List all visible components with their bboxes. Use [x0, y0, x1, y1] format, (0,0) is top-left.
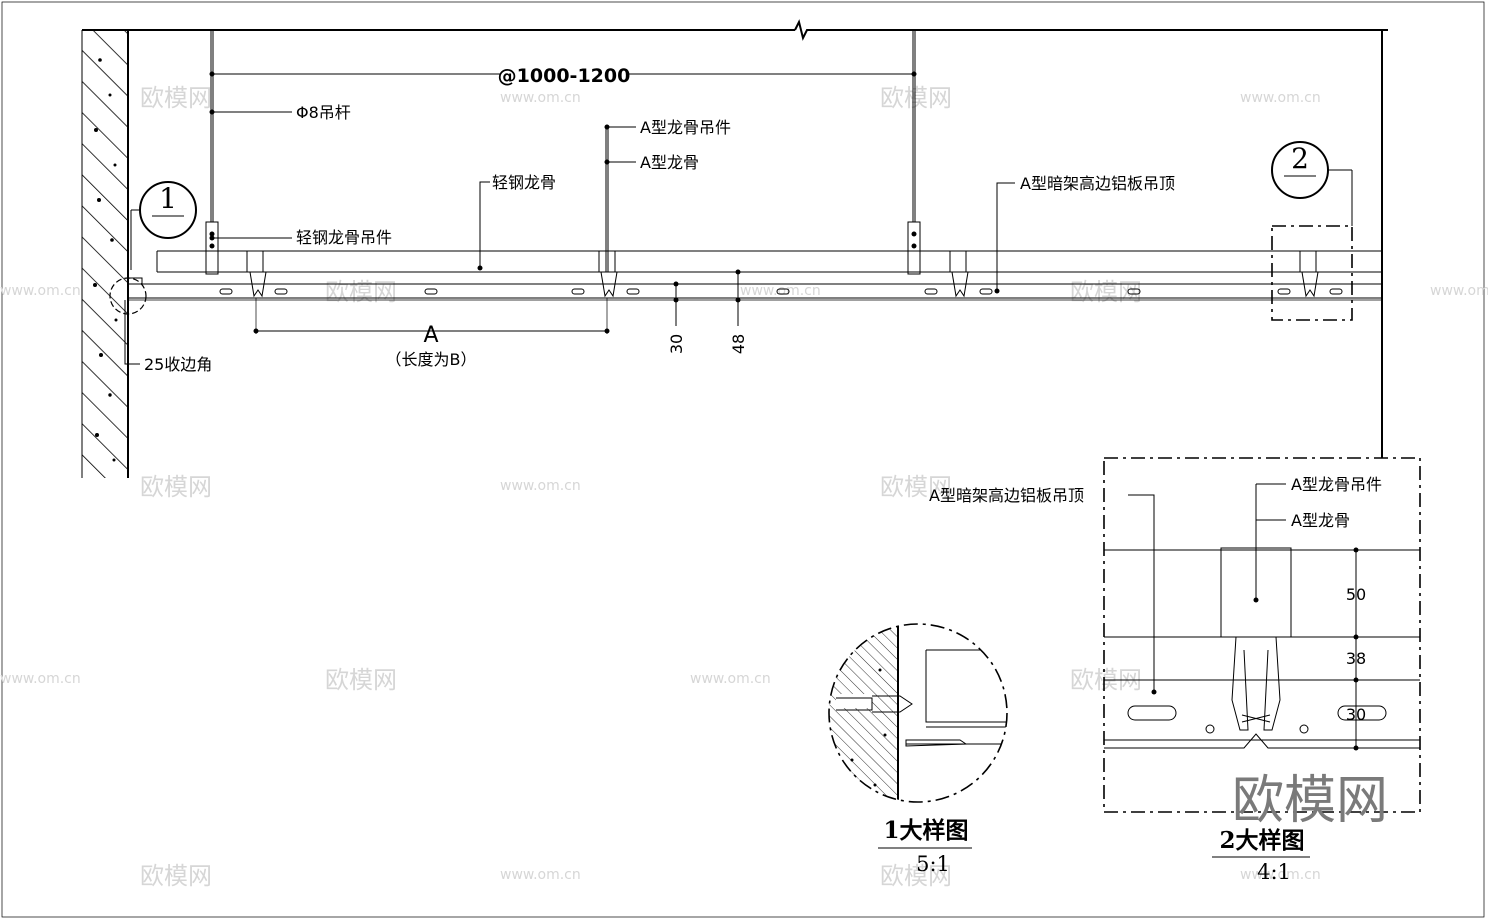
light-hanger-label: 轻钢龙骨吊件 [296, 228, 392, 247]
watermark-brand-large: 欧模网 [1232, 771, 1388, 831]
detail-1: 1大样图 5:1 [828, 623, 1008, 876]
watermark-url: www.om.cn [0, 671, 81, 687]
watermark-url: www.om.cn [740, 283, 821, 299]
dim-38-label: 38 [1346, 649, 1366, 668]
detail-2-hanger-label: A型龙骨吊件 [1291, 475, 1382, 494]
ceiling-slab [82, 19, 1388, 458]
detail-2-panel-label: A型暗架高边铝板吊顶 [929, 486, 1084, 505]
detail-2-title: 2大样图 [1219, 827, 1304, 854]
dimension-30-48: 30 48 [667, 269, 748, 354]
detail-1-title: 1大样图 [883, 817, 968, 844]
aluminium-panel [128, 283, 1382, 301]
callout-1-number: 1 [159, 182, 177, 215]
panel-label: A型暗架高边铝板吊顶 [1020, 174, 1175, 193]
watermark-url: www.om.cn [690, 671, 771, 687]
dim-50-label: 50 [1346, 585, 1366, 604]
watermark-brand: 欧模网 [880, 862, 952, 890]
spacing-label: @1000-1200 [498, 65, 631, 87]
watermark-url: www.om.cn [500, 478, 581, 494]
watermark-url: www.om.cn [500, 90, 581, 106]
dim-30-label: 30 [667, 334, 686, 354]
watermark-url: www.om.cn [0, 283, 81, 299]
light-keel-hangers [205, 221, 921, 275]
watermark-brand: 欧模网 [1070, 278, 1142, 306]
dim-48-label: 48 [729, 334, 748, 354]
watermark-brand: 欧模网 [880, 84, 952, 112]
detail-1-scale: 5:1 [916, 852, 950, 876]
dim-a-note: （长度为B） [386, 350, 477, 369]
main-leaders: Φ8吊杆 A型龙骨吊件 A型龙骨 轻钢龙骨 轻钢龙骨吊件 A型暗架高边铝板吊顶 … [124, 103, 1175, 374]
dim-30-label: 30 [1346, 705, 1366, 724]
rod-label: Φ8吊杆 [296, 103, 351, 122]
watermark-brand: 欧模网 [140, 862, 212, 890]
a-hanger-label: A型龙骨吊件 [640, 118, 731, 137]
detail-2-keel-label: A型龙骨 [1291, 511, 1350, 530]
light-keel-label: 轻钢龙骨 [492, 173, 556, 192]
dim-a-label: A [423, 323, 438, 348]
watermark-url: www.om.cn [1430, 283, 1488, 299]
watermark-url: www.om.cn [500, 867, 581, 883]
watermark-brand: 欧模网 [325, 278, 397, 306]
detail-2: A型暗架高边铝板吊顶 A型龙骨吊件 A型龙骨 50 38 30 2大样图 4:1 [929, 457, 1421, 884]
watermark-brand: 欧模网 [140, 473, 212, 501]
edge-label: 25收边角 [144, 355, 212, 374]
callout-2: 2 [1271, 141, 1353, 321]
hanger-rods [210, 30, 916, 272]
dimension-a: A （长度为B） [253, 298, 610, 369]
watermark-url: www.om.cn [1240, 90, 1321, 106]
spacing-dimension: @1000-1200 [209, 65, 917, 87]
callout-1: 1 [130, 181, 197, 270]
watermark-brand: 欧模网 [880, 473, 952, 501]
light-steel-keel [156, 250, 1382, 273]
concrete-wall [81, 30, 129, 478]
a-type-keel [246, 250, 1319, 298]
callout-2-number: 2 [1291, 142, 1309, 175]
a-keel-label: A型龙骨 [640, 153, 699, 172]
watermark-brand: 欧模网 [325, 666, 397, 694]
watermark-brand: 欧模网 [140, 84, 212, 112]
edge-angle [109, 277, 147, 315]
watermark-url: www.om.cn [1240, 867, 1321, 883]
detail-2-scale: 4:1 [1257, 860, 1291, 884]
watermark-layer: 欧模网 www.om.cn 欧模网 www.om.cn www.om.cn 欧模… [0, 84, 1488, 890]
